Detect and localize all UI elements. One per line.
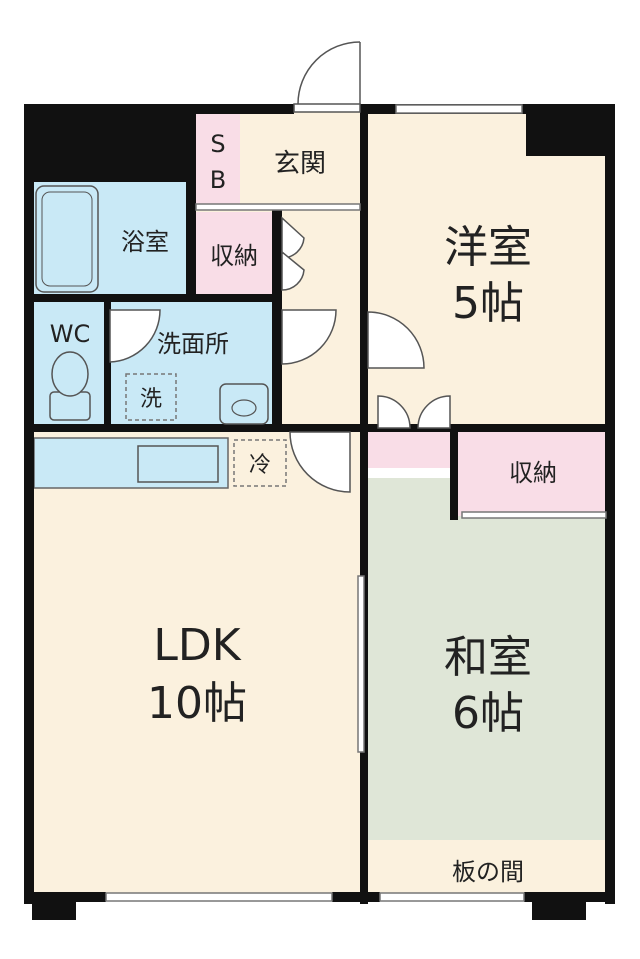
japanese-room-floor bbox=[365, 478, 608, 840]
shoe-box-label: S bbox=[210, 130, 225, 158]
bath-label: 浴室 bbox=[121, 228, 169, 256]
toilet-bowl bbox=[51, 351, 89, 397]
japanese-room-name: 和室 bbox=[444, 632, 532, 683]
ldk-size: 10帖 bbox=[147, 678, 247, 729]
shoe-box-label-2: B bbox=[210, 166, 226, 194]
washer-label: 洗 bbox=[140, 387, 162, 412]
shoe-box-area bbox=[196, 112, 240, 205]
western-room-floor bbox=[365, 112, 608, 430]
washer-space bbox=[125, 373, 177, 421]
wooden-floor-area bbox=[365, 840, 608, 900]
fridge-label: 冷 bbox=[249, 453, 271, 478]
entrance-floor bbox=[240, 112, 365, 205]
japanese-storage-floor bbox=[458, 432, 608, 516]
entrance-door bbox=[293, 41, 361, 113]
toilet-label: WC bbox=[50, 320, 91, 348]
wooden-floor-label: 板の間 bbox=[452, 858, 524, 886]
walls bbox=[24, 104, 615, 920]
sliding-doors bbox=[195, 203, 607, 753]
japanese-storage-label: 収納 bbox=[509, 459, 557, 487]
washroom-label: 洗面所 bbox=[157, 330, 229, 358]
ldk-floor bbox=[32, 430, 362, 900]
interior-doors bbox=[109, 216, 451, 493]
hall-storage-floor bbox=[196, 212, 272, 294]
entrance-label: 玄関 bbox=[274, 149, 326, 179]
wash-basin bbox=[219, 383, 269, 425]
wash-basin-bowl bbox=[231, 399, 257, 417]
hall-storage-label: 収納 bbox=[210, 242, 258, 270]
sink bbox=[137, 445, 219, 483]
ldk-name: LDK bbox=[153, 620, 241, 671]
windows bbox=[105, 104, 525, 902]
bathtub-inner bbox=[41, 191, 93, 287]
small-closet-floor bbox=[368, 432, 456, 468]
western-room-name: 洋室 bbox=[444, 222, 532, 273]
bathtub bbox=[35, 185, 99, 293]
western-room-size: 5帖 bbox=[452, 278, 524, 329]
japanese-room-size: 6帖 bbox=[452, 688, 524, 739]
